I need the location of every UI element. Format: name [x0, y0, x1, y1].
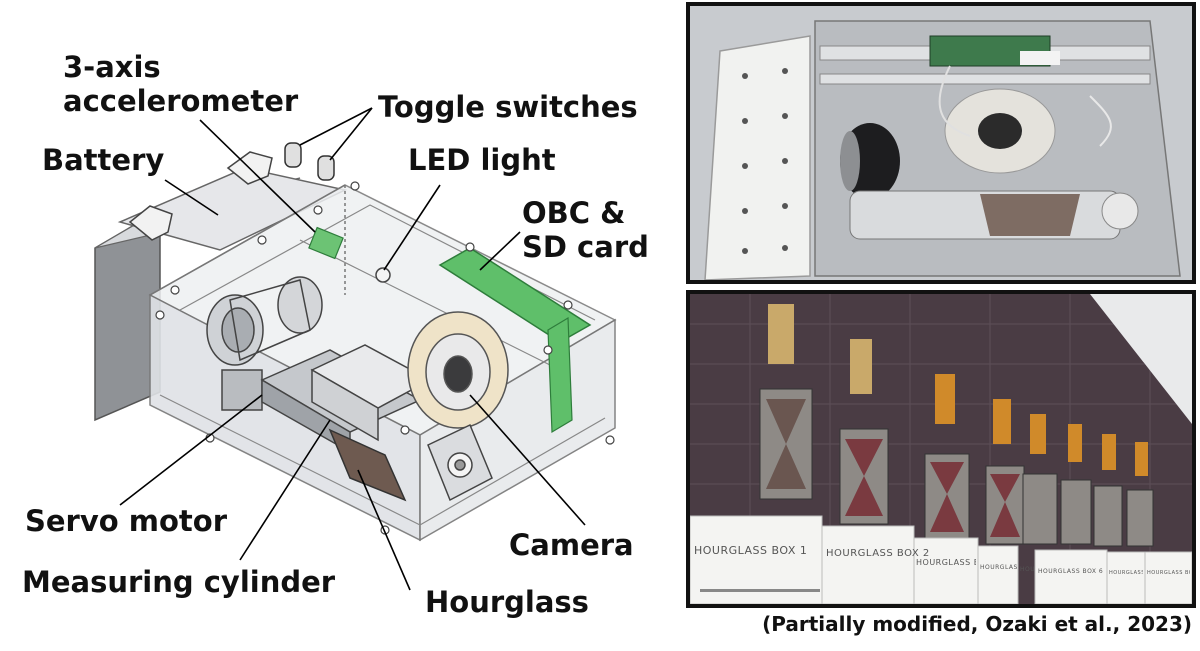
label-battery: Battery: [42, 143, 165, 177]
box-label-4: HOURGLASS BOX 4: [980, 564, 1018, 571]
white-plate: [704, 35, 811, 280]
led-light-graphic: [375, 267, 391, 283]
label-toggle-switches: Toggle switches: [378, 90, 638, 124]
figure-caption: (Partially modified, Ozaki et al., 2023): [762, 612, 1192, 636]
box-label-3: HOURGLASS BOX 3: [916, 558, 976, 567]
label-obc-sd-card: OBC & SD card: [522, 196, 649, 264]
box-label-1: HOURGLASS BOX 1: [694, 544, 808, 557]
hourglass-graphic: [328, 428, 407, 502]
end-bracket: [427, 423, 493, 502]
label-measuring-cylinder: Measuring cylinder: [22, 565, 336, 599]
toggle-switches-graphic: [284, 142, 335, 181]
accelerometer-board: [308, 226, 344, 260]
label-camera: Camera: [509, 528, 634, 562]
obc-sd-card-board: [438, 247, 592, 343]
box-label-5: HOURGLASS BOX 5: [1020, 566, 1034, 573]
hourglass-assemblies: [759, 304, 1154, 547]
label-servo-motor: Servo motor: [25, 504, 228, 538]
leader-lines: [119, 107, 586, 591]
pulley: [229, 276, 323, 362]
box-label-7: HOURGLASS BOX 7: [1109, 570, 1143, 576]
box-label-2: HOURGLASS BOX 2: [826, 548, 930, 559]
box-label-8: HOURGLASS BOX 8: [1147, 570, 1190, 576]
label-accelerometer: 3-axis accelerometer: [63, 50, 299, 118]
photo-hourglass-boxes: HOURGLASS BOX 1 HOURGLASS BOX 2 HOURGLAS…: [686, 290, 1196, 608]
photo-apparatus-interior: [686, 2, 1196, 284]
hourglass-photo: [980, 194, 1080, 236]
label-led-light: LED light: [408, 143, 556, 177]
camera-graphic: [407, 311, 509, 429]
screws: [155, 181, 615, 535]
obc-side-board: [547, 316, 573, 434]
label-hourglass: Hourglass: [425, 585, 589, 619]
box-label-6: HOURGLASS BOX 6: [1038, 568, 1104, 575]
